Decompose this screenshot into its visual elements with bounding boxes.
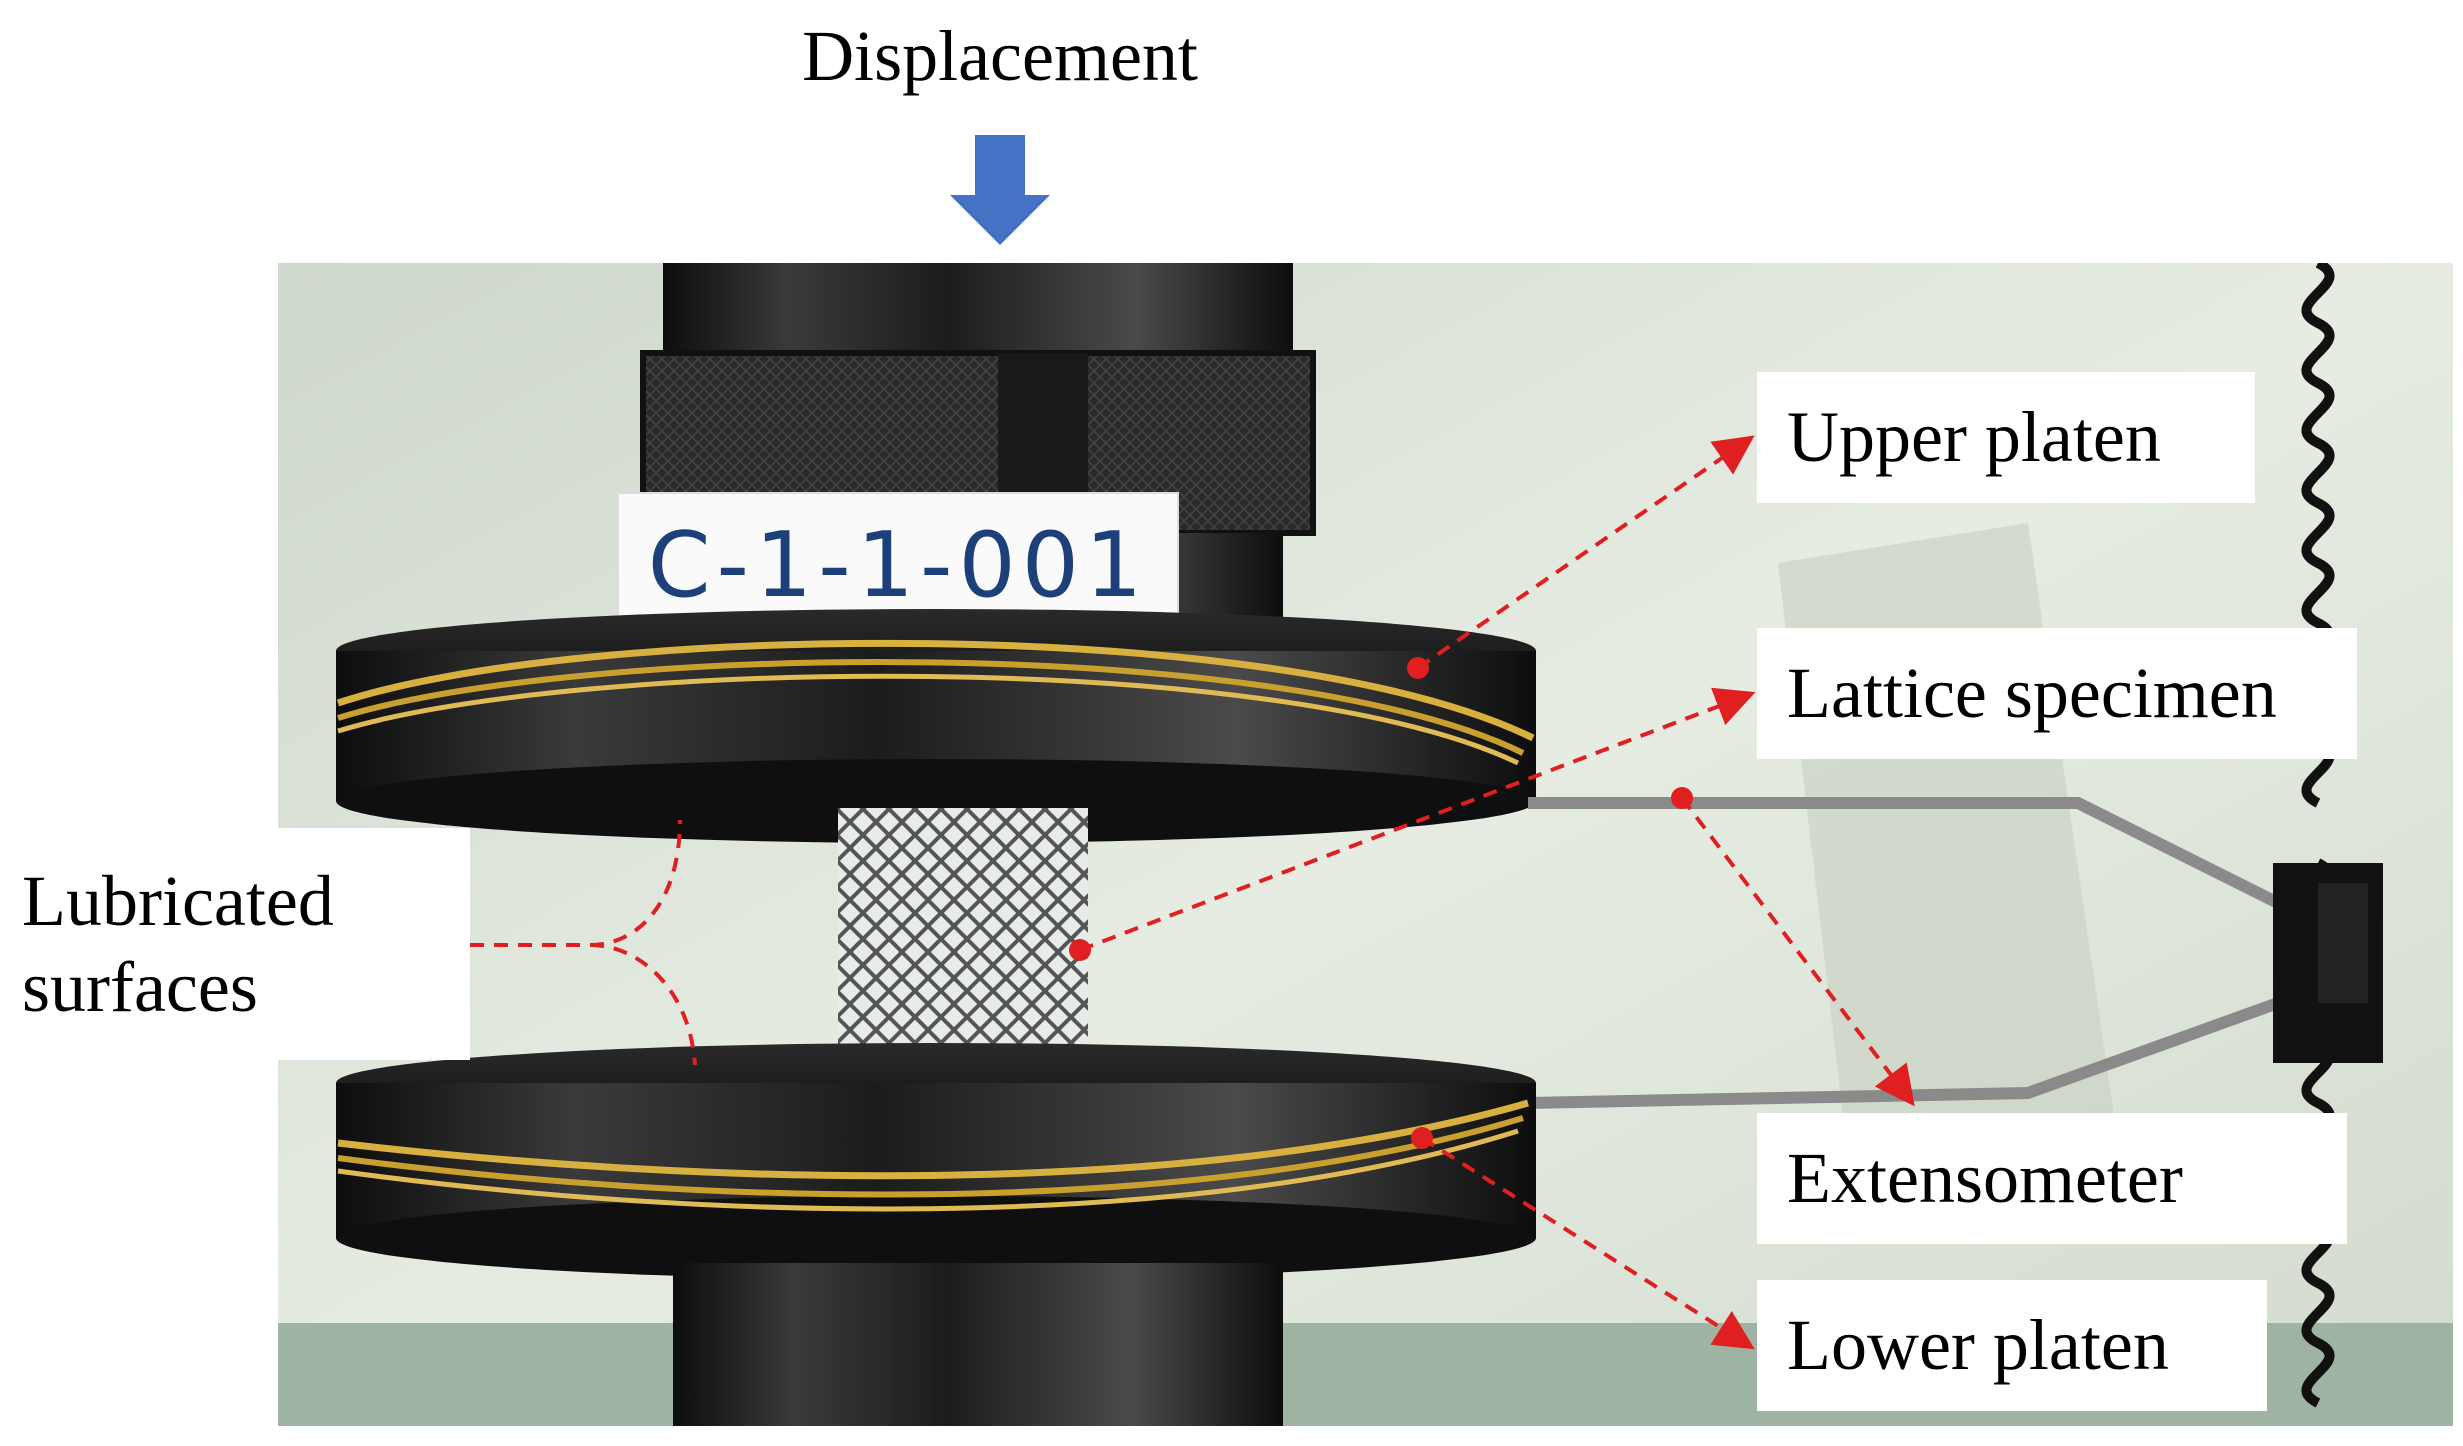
label-lower-platen-text: Lower platen [1787,1305,2169,1386]
label-extensometer-text: Extensometer [1787,1138,2183,1219]
label-lower-platen: Lower platen [1757,1280,2267,1411]
label-extensometer: Extensometer [1757,1113,2347,1244]
displacement-arrow-icon [950,135,1050,245]
specimen-tag-text: C-1-1-001 [647,513,1149,618]
label-upper-platen-text: Upper platen [1787,397,2161,478]
label-lubricated-line1: Lubricated [22,860,334,941]
label-lattice-specimen: Lattice specimen [1757,628,2357,759]
label-lattice-specimen-text: Lattice specimen [1787,653,2277,734]
label-lubricated-line2: surfaces [22,947,258,1027]
displacement-title: Displacement [802,16,1198,96]
lubricated-bracket-icon [470,819,697,1066]
label-upper-platen: Upper platen [1757,372,2255,503]
label-lubricated-surfaces: Lubricated surfaces [0,828,470,1060]
